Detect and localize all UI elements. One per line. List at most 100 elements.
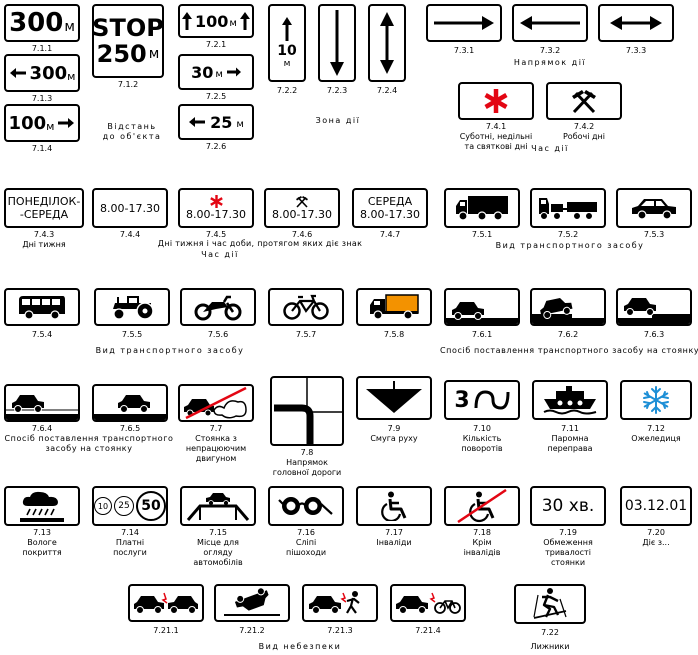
sign-7-3-2 [512, 4, 588, 42]
sign-7-14: 10 25 50 [92, 486, 168, 526]
group-caption-parking-1: Спосіб поставлення транспортного засобу … [440, 346, 698, 355]
group-caption-time-1: Час дії [531, 144, 569, 153]
sign-7-4-1 [458, 82, 534, 120]
sign-code: 7.5.8 [383, 330, 405, 339]
bicycle-icon [283, 294, 329, 320]
time-text: 8.00-17.30 [186, 208, 246, 221]
sign-7-5-1 [444, 188, 520, 228]
group-caption-direction: Напрямок дії [513, 58, 587, 67]
arrow-up-down-icon [380, 12, 394, 74]
sign-code: 7.21.3 [327, 626, 353, 635]
sign-7-4-7: СЕРЕДА 8.00-17.30 [352, 188, 428, 228]
sign-code: 7.6.2 [557, 330, 579, 339]
sign-7-13 [4, 486, 80, 526]
sign-code: 7.4.4 [119, 230, 141, 239]
arrow-right-icon [434, 16, 494, 30]
group-caption-danger: Вид небезпеки [258, 642, 342, 651]
sign-code: 7.5.7 [295, 330, 317, 339]
car-icon [632, 199, 676, 220]
car-pedestrian-collision-icon [309, 591, 360, 614]
sign-7-18 [444, 486, 520, 526]
sign-7-9 [356, 376, 432, 420]
time-text: 8.00-17.30 [360, 208, 420, 221]
group-caption-time-2: Час дії [201, 250, 239, 259]
arrow-right-icon [226, 67, 241, 77]
sign-7-22 [514, 584, 586, 624]
sign-code: 7.5.2 [557, 230, 579, 239]
distance-unit: м [46, 119, 55, 133]
day-text: ПОНЕДІЛОК- [7, 195, 81, 208]
distance-value: 300 [29, 62, 68, 84]
sign-7-6-4 [4, 384, 80, 422]
sign-7-2-3 [318, 4, 356, 82]
sign-code: 7.21.2 [239, 626, 265, 635]
sign-code: 7.2.4 [376, 86, 398, 95]
parking-on-sidewalk-edge-icon [94, 395, 166, 420]
sign-code: 7.5.6 [207, 330, 229, 339]
sign-code: 7.3.3 [625, 46, 647, 55]
arrow-left-right-icon [610, 16, 662, 30]
sign-code: 7.21.4 [415, 626, 441, 635]
time-text: 8.00-17.30 [272, 208, 332, 221]
toll-value-circle: 10 [94, 497, 112, 515]
sign-7-6-2 [530, 288, 606, 326]
truck-icon [456, 196, 508, 221]
hammers-icon [572, 90, 596, 114]
parking-half-sidewalk-icon [532, 297, 604, 324]
group-caption-days-time: Дні тижня і час доби, протягом яких діє … [157, 239, 363, 248]
group-caption-vehicle-2: Вид транспортного засобу [95, 346, 245, 355]
distance-value: 250 [96, 40, 147, 68]
wheelchair-icon [381, 491, 407, 521]
day-text: -СЕРЕДА [19, 208, 69, 221]
distance-unit: м [215, 69, 223, 80]
sign-7-4-2 [546, 82, 622, 120]
rain-cloud-icon [20, 491, 64, 522]
arrow-down-icon [330, 10, 344, 76]
distance-value: 100 [8, 112, 47, 134]
arrow-up-icon [182, 12, 193, 30]
car-collision-icon [134, 592, 198, 614]
truck-trailer-icon [539, 198, 597, 220]
sign-7-5-6 [180, 288, 256, 326]
motorcycle-icon [194, 295, 242, 321]
sign-code: 7.3.2 [539, 46, 561, 55]
ferry-icon [543, 386, 597, 415]
engine-off-parking-icon [184, 386, 247, 420]
sign-7-2-2: 10 м [268, 4, 306, 82]
car-bicycle-collision-icon [396, 592, 461, 614]
overturned-car-icon [224, 588, 280, 616]
distance-value: 100 [195, 11, 229, 31]
arrow-left-icon [9, 68, 26, 78]
turns-count: 3 [454, 387, 470, 413]
group-caption-vehicle-1: Вид транспортного засобу [495, 241, 645, 250]
skier-icon [533, 588, 567, 619]
sign-7-6-3 [616, 288, 692, 326]
sign-7-4-5: 8.00-17.30 [178, 188, 254, 228]
sign-7-2-4 [368, 4, 406, 82]
sign-7-11 [532, 380, 608, 420]
sign-code: 7.5.5 [121, 330, 143, 339]
sign-code: 7.2.2 [276, 86, 298, 95]
sign-code: 7.5.1 [471, 230, 493, 239]
lane-arrow-down-icon [366, 381, 422, 413]
hammers-icon [296, 196, 308, 208]
arrow-left-icon [520, 16, 580, 30]
sign-7-5-2 [530, 188, 606, 228]
